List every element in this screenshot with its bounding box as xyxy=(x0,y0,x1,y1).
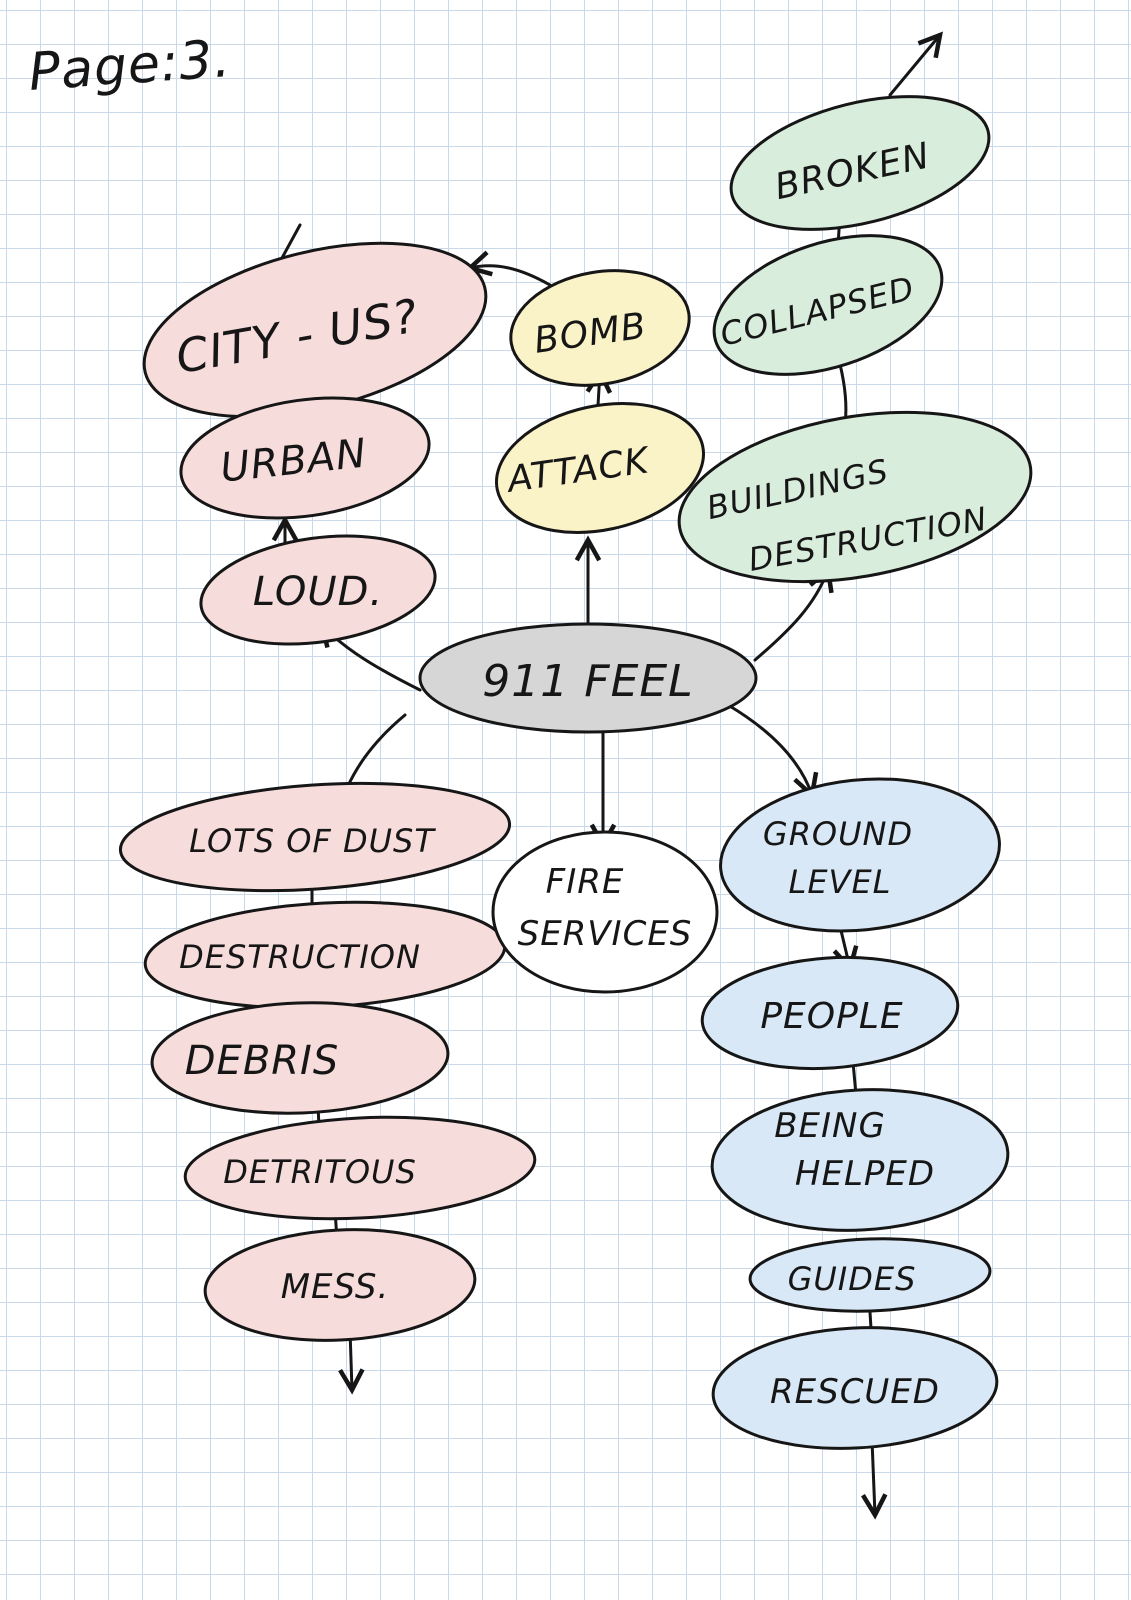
node-fire-label-2: SERVICES xyxy=(518,914,693,954)
node-collapsed: COLLAPSED xyxy=(712,234,944,376)
node-loud: LOUD. xyxy=(199,534,437,646)
connector-center-ground xyxy=(726,703,812,795)
node-helped: BEING HELPED xyxy=(710,1088,1010,1232)
node-detritous-label: DETRITOUS xyxy=(223,1153,417,1191)
node-ground-label-2: LEVEL xyxy=(789,863,892,901)
node-destruction: DESTRUCTION xyxy=(143,900,507,1010)
node-broken: BROKEN xyxy=(729,95,991,231)
page-label: Page:3. xyxy=(27,29,233,103)
connector-city-tick xyxy=(280,223,302,260)
node-people: PEOPLE xyxy=(700,955,960,1071)
connector-center-buildings xyxy=(753,570,828,662)
connector-rescued-out xyxy=(872,1438,875,1515)
node-debris: DEBRIS xyxy=(150,1001,450,1115)
node-ground-label-1: GROUND xyxy=(763,815,913,853)
node-city: CITY - US? xyxy=(142,241,488,419)
node-bomb: BOMB xyxy=(509,269,691,387)
node-helped-label-1: BEING xyxy=(774,1106,886,1146)
node-center-label: 911 FEEL xyxy=(482,656,693,707)
node-people-label: PEOPLE xyxy=(760,996,903,1037)
node-loud-label: LOUD. xyxy=(253,569,383,615)
node-guides: GUIDES xyxy=(748,1237,992,1313)
node-attack: ATTACK xyxy=(494,402,706,534)
node-dust-label: LOTS OF DUST xyxy=(189,822,436,860)
node-destruction-label: DESTRUCTION xyxy=(179,938,421,976)
node-detritous: DETRITOUS xyxy=(183,1115,537,1221)
node-rescued-label: RESCUED xyxy=(770,1372,940,1412)
connector-broken-out xyxy=(888,35,940,97)
node-fire-label-1: FIRE xyxy=(546,862,625,902)
node-rescued: RESCUED xyxy=(711,1326,999,1450)
node-dust: LOTS OF DUST xyxy=(118,781,512,893)
node-helped-label-2: HELPED xyxy=(795,1154,935,1194)
node-mess: MESS. xyxy=(203,1228,477,1342)
node-ground: GROUND LEVEL xyxy=(719,777,1001,933)
node-center: 911 FEEL xyxy=(418,622,758,734)
node-urban: URBAN xyxy=(179,396,431,520)
node-guides-label: GUIDES xyxy=(788,1260,917,1298)
node-debris-label: DEBRIS xyxy=(185,1038,340,1084)
node-mess-label: MESS. xyxy=(281,1267,390,1307)
connector-bomb-city xyxy=(470,266,552,287)
node-fire: FIRE SERVICES xyxy=(491,830,719,994)
node-buildings: BUILDINGS DESTRUCTION xyxy=(677,410,1033,584)
